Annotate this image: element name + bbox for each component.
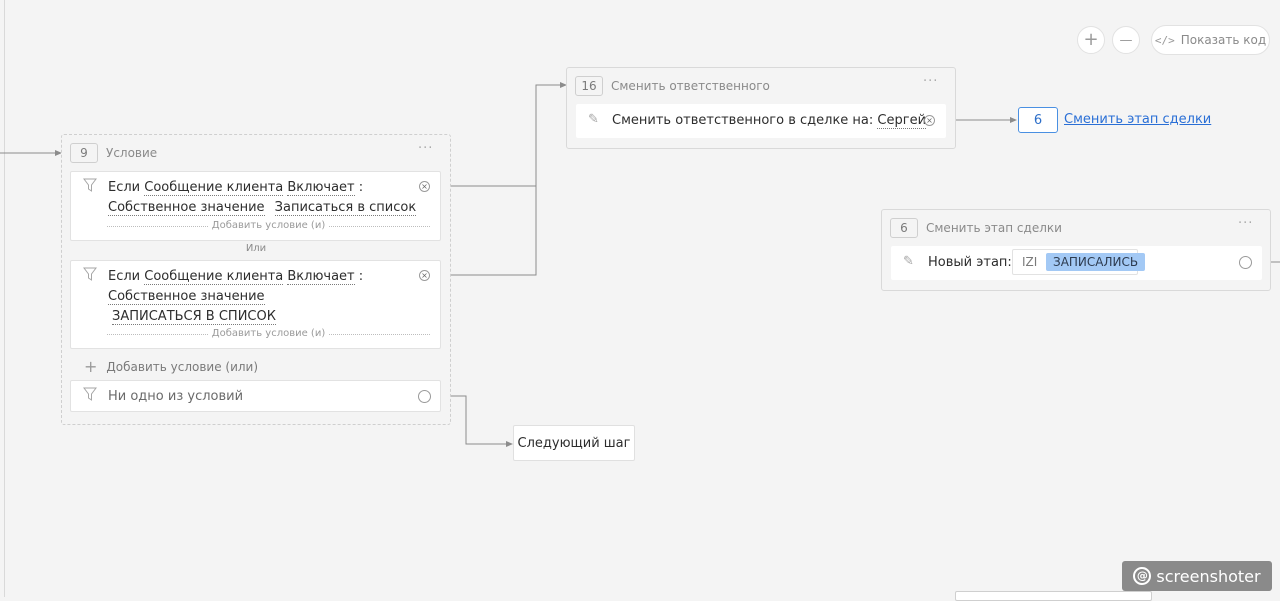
add-and-label[interactable]: Добавить условие (и) (207, 220, 330, 231)
condition-row[interactable]: Если Сообщение клиента Включает : Собств… (70, 171, 441, 241)
condition-operator[interactable]: Включает (287, 269, 355, 285)
condition-value[interactable]: Записаться в список (274, 200, 417, 216)
next-step-button[interactable]: Следующий шаг (513, 425, 635, 461)
condition-row[interactable]: Если Сообщение клиента Включает : Собств… (70, 260, 441, 349)
wire-arrowhead (506, 441, 513, 447)
block-title: Сменить ответственного (611, 79, 770, 93)
screenshoter-watermark: @ screenshoter (1122, 561, 1272, 591)
filter-icon (83, 387, 97, 401)
or-separator: Или (245, 243, 267, 254)
condition-block[interactable]: 9 Условие ··· Если Сообщение клиента Вкл… (61, 134, 451, 425)
new-stage-label: Новый этап: (928, 255, 1012, 270)
condition-block-header: 9 Условие (70, 143, 157, 163)
action-prefix: Сменить ответственного в сделке на: (612, 113, 874, 128)
condition-field[interactable]: Сообщение клиента (144, 180, 284, 196)
condition-expression-line3: ЗАПИСАТЬСЯ В СПИСОК (112, 309, 276, 325)
zoom-out-button[interactable]: — (1112, 26, 1140, 54)
output-port[interactable] (1239, 256, 1252, 269)
change-responsible-text: Сменить ответственного в сделке на: Серг… (612, 113, 927, 129)
condition-expression-line2: Собственное значение Записаться в список (108, 200, 417, 216)
condition-expression-line1: Если Сообщение клиента Включает : (108, 180, 364, 196)
add-or-condition[interactable]: + Добавить условие (или) (84, 357, 258, 376)
zoom-in-button[interactable]: + (1077, 26, 1105, 54)
change-responsible-block[interactable]: 16 Сменить ответственного ··· ✎ Сменить … (566, 67, 956, 149)
add-and-condition[interactable]: Добавить условие (и) (107, 220, 430, 232)
step-number-badge: 6 (890, 218, 918, 238)
block-title: Сменить этап сделки (926, 221, 1062, 235)
output-port[interactable] (418, 390, 431, 403)
condition-operator[interactable]: Включает (287, 180, 355, 196)
canvas-left-border (4, 0, 5, 597)
condition-colon: : (358, 269, 364, 284)
more-menu-icon[interactable]: ··· (418, 141, 434, 156)
pencil-icon: ✎ (588, 112, 599, 127)
watermark-text: screenshoter (1156, 566, 1261, 586)
step-number-badge: 9 (70, 143, 98, 163)
pipeline-name: IZI (1022, 255, 1038, 269)
block-title: Условие (106, 146, 158, 160)
remove-condition-icon[interactable]: × (419, 181, 430, 192)
change-responsible-action-row[interactable]: ✎ Сменить ответственного в сделке на: Се… (576, 104, 946, 138)
partial-block-bottom (955, 591, 1152, 601)
condition-expression-line1: Если Сообщение клиента Включает : (108, 269, 364, 285)
pencil-icon: ✎ (903, 254, 914, 269)
filter-icon (83, 178, 97, 192)
remove-condition-icon[interactable]: × (419, 270, 430, 281)
add-and-label[interactable]: Добавить условие (и) (207, 328, 330, 339)
stage-tag: ЗАПИСАЛИСЬ (1046, 253, 1146, 271)
condition-value-source[interactable]: Собственное значение (108, 200, 265, 216)
none-of-conditions-label: Ни одно из условий (108, 389, 244, 404)
change-responsible-header: 16 Сменить ответственного (575, 76, 770, 96)
condition-value-source[interactable]: Собственное значение (108, 289, 265, 305)
more-menu-icon[interactable]: ··· (923, 74, 939, 89)
minus-icon: — (1119, 32, 1133, 48)
show-code-label: Показать код (1180, 33, 1267, 47)
change-stage-header: 6 Сменить этап сделки (890, 218, 1062, 238)
output-port-icon[interactable]: × (924, 115, 935, 126)
linked-step-number[interactable]: 6 (1018, 107, 1058, 133)
add-or-label: Добавить условие (или) (106, 359, 259, 374)
code-icon: </> (1154, 33, 1175, 47)
condition-value[interactable]: ЗАПИСАТЬСЯ В СПИСОК (112, 309, 276, 325)
filter-icon (83, 267, 97, 281)
linked-step-link[interactable]: Сменить этап сделки (1064, 112, 1212, 127)
wire-arrowhead (1010, 117, 1017, 123)
at-icon: @ (1133, 567, 1152, 585)
none-of-conditions-row[interactable]: Ни одно из условий (70, 380, 441, 412)
assignee-value[interactable]: Сергей (877, 113, 927, 129)
step-number-badge: 16 (575, 76, 603, 96)
condition-field[interactable]: Сообщение клиента (144, 269, 284, 285)
condition-colon: : (358, 180, 364, 195)
show-code-button[interactable]: </> Показать код (1151, 25, 1270, 55)
condition-prefix: Если (108, 269, 141, 284)
condition-expression-line2: Собственное значение (108, 289, 265, 305)
add-and-condition[interactable]: Добавить условие (и) (107, 328, 430, 340)
plus-icon: + (1083, 29, 1099, 50)
condition-prefix: Если (108, 180, 141, 195)
more-menu-icon[interactable]: ··· (1238, 216, 1254, 231)
plus-icon: + (84, 357, 98, 376)
